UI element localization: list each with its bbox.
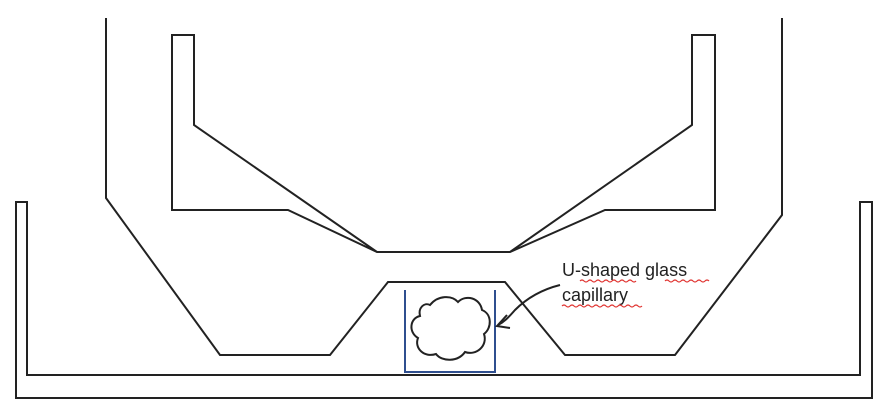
- sample-cloud: [410, 296, 491, 361]
- outer-tray: [15, 201, 873, 399]
- u-shaped-capillary: [404, 290, 496, 373]
- outer-holder: [105, 18, 783, 356]
- label-line-1: U-shaped glass: [562, 260, 687, 280]
- spellcheck-underline-glass: [664, 279, 710, 283]
- spellcheck-underline-capillary: [561, 304, 643, 308]
- arrowhead-icon: [495, 314, 511, 329]
- inner-holder: [171, 34, 716, 253]
- spellcheck-underline-shaped: [579, 279, 637, 283]
- label-line-2: capillary: [562, 285, 628, 305]
- pointer-arrow: [497, 284, 561, 326]
